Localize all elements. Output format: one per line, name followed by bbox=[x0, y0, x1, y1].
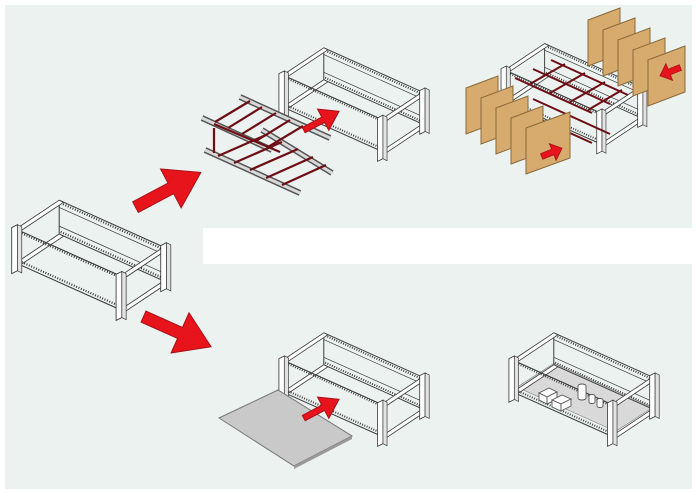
guide-rail-assembly-icon bbox=[200, 94, 334, 196]
rail-enclosure bbox=[277, 46, 431, 163]
direction-arrow-icon bbox=[659, 62, 683, 82]
base-plate-icon bbox=[217, 389, 354, 469]
direction-arrow-icon bbox=[539, 142, 563, 162]
direction-arrow-icon bbox=[301, 108, 340, 134]
direction-arrow-icon bbox=[140, 310, 212, 354]
guide-rail-assembly-icon bbox=[514, 59, 629, 144]
circuit-card-icon bbox=[587, 7, 686, 107]
circuit-card-icon bbox=[465, 75, 571, 175]
electronic-component-icon bbox=[537, 383, 604, 412]
source-enclosure bbox=[10, 199, 172, 322]
direction-arrow-icon bbox=[132, 168, 202, 214]
direction-arrow-icon bbox=[301, 396, 340, 422]
separator-band bbox=[203, 228, 692, 264]
